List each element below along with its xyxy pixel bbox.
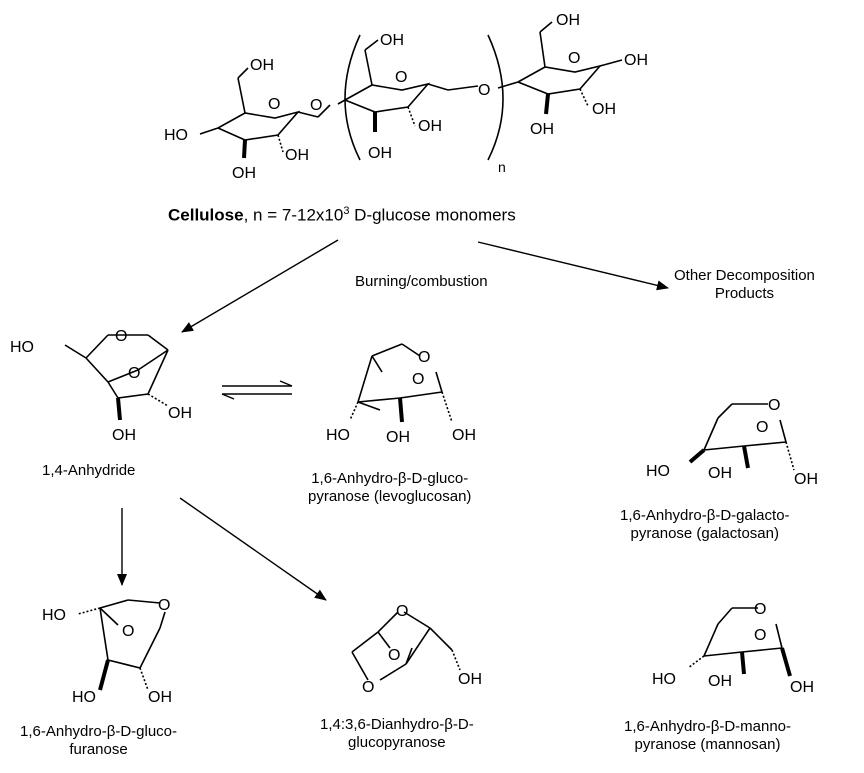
hydroxyl-label: OH — [386, 429, 410, 446]
oxygen-label: O — [388, 647, 400, 664]
hydroxyl-label: OH — [794, 471, 818, 488]
oxygen-label: O — [122, 623, 134, 640]
levoglucosan-line2: pyranose (levoglucosan) — [308, 488, 472, 505]
galactosan-structure — [688, 403, 795, 471]
oxygen-label: O — [756, 419, 768, 436]
oxygen-label: O — [268, 96, 280, 113]
levoglucosan-label: 1,6-Anhydro-β-D-gluco- pyranose (levoglu… — [308, 470, 471, 506]
hydroxyl-label: HO — [164, 127, 188, 144]
glucofuranose-line2: furanose — [69, 741, 128, 758]
levoglucosan-line1: 1,6-Anhydro-β-D-gluco- — [311, 470, 469, 487]
hydroxyl-label: HO — [646, 463, 670, 480]
hydroxyl-label: OH — [148, 689, 172, 706]
hydroxyl-label: OH — [790, 679, 814, 696]
cellulose-atom-labels: OH O HO OH OH O OH O OH OH O OH O OH OH … — [164, 12, 648, 182]
anhydride14-structure — [64, 334, 169, 421]
other-products-line2: Products — [714, 285, 775, 302]
oxygen-label: O — [478, 82, 490, 99]
hydroxyl-label: OH — [708, 465, 732, 482]
mannosan-structure — [687, 607, 792, 677]
hydroxyl-label: OH — [452, 427, 476, 444]
arrow-other — [477, 241, 669, 291]
galactosan-line1: 1,6-Anhydro-β-D-galacto- — [620, 507, 790, 524]
hydroxyl-label: OH — [708, 673, 732, 690]
glucofuranose-line1: 1,6-Anhydro-β-D-gluco- — [20, 723, 178, 740]
anhydride14-label: 1,4-Anhydride — [42, 462, 136, 479]
oxygen-label: O — [395, 69, 407, 86]
reaction-arrows — [117, 239, 669, 601]
mannosan-line2: pyranose (mannosan) — [634, 736, 781, 753]
cellulose-formula-prefix: , n = 7-12x10 — [243, 205, 344, 225]
hydroxyl-label: HO — [326, 427, 350, 444]
other-products-line1: Other Decomposition — [674, 267, 815, 284]
oxygen-label: O — [754, 601, 766, 618]
arrow-burning — [181, 239, 339, 333]
hydroxyl-label: HO — [72, 689, 96, 706]
oxygen-label: O — [754, 627, 766, 644]
cellulose-structure — [199, 21, 623, 161]
oxygen-label: O — [412, 371, 424, 388]
dianhydro-line2: glucopyranose — [348, 734, 446, 751]
oxygen-label: O — [115, 328, 127, 345]
oxygen-label: O — [418, 349, 430, 366]
oxygen-label: O — [568, 50, 580, 67]
levoglucosan-structure — [349, 343, 453, 423]
hydroxyl-label: HO — [10, 339, 34, 356]
dianhydro-label: 1,4:3,6-Dianhydro-β-D- glucopyranose — [320, 716, 474, 752]
mannosan-line1: 1,6-Anhydro-β-D-manno- — [624, 718, 792, 735]
burning-label: Burning/combustion — [355, 273, 488, 290]
cellulose-caption: Cellulose, n = 7-12x103 D-glucose monome… — [168, 200, 516, 227]
oxygen-label: O — [158, 597, 170, 614]
oxygen-label: O — [128, 365, 140, 382]
mannosan-label: 1,6-Anhydro-β-D-manno- pyranose (mannosa… — [624, 718, 791, 754]
hydroxyl-label: OH — [285, 147, 309, 164]
hydroxyl-label: OH — [112, 427, 136, 444]
cellulose-name: Cellulose — [168, 205, 244, 225]
oxygen-label: O — [310, 97, 322, 114]
dianhydro-line1: 1,4:3,6-Dianhydro-β-D- — [320, 716, 474, 733]
hydroxyl-label: OH — [592, 101, 616, 118]
glucofuranose-structure — [77, 599, 166, 691]
cellulose-formula-exp: 3 — [343, 205, 350, 217]
hydroxyl-label: OH — [380, 32, 404, 49]
hydroxyl-label: OH — [418, 118, 442, 135]
hydroxyl-label: OH — [530, 121, 554, 138]
hydroxyl-label: OH — [168, 405, 192, 422]
hydroxyl-label: HO — [42, 607, 66, 624]
hydroxyl-label: OH — [368, 145, 392, 162]
hydroxyl-label: OH — [624, 52, 648, 69]
hydroxyl-label: OH — [250, 57, 274, 74]
hydroxyl-label: OH — [556, 12, 580, 29]
oxygen-label: O — [768, 397, 780, 414]
glucofuranose-label: 1,6-Anhydro-β-D-gluco- furanose — [20, 723, 177, 759]
hydroxyl-label: OH — [232, 165, 256, 182]
arrow-diagonal — [179, 497, 327, 601]
repeat-subscript: n — [498, 159, 506, 175]
cellulose-formula-suffix: D-glucose monomers — [349, 205, 516, 225]
hydroxyl-label: HO — [652, 671, 676, 688]
oxygen-label: O — [396, 603, 408, 620]
dianhydro-structure — [351, 611, 461, 681]
galactosan-label: 1,6-Anhydro-β-D-galacto- pyranose (galac… — [620, 507, 790, 543]
galactosan-line2: pyranose (galactosan) — [630, 525, 779, 542]
other-products-label: Other Decomposition Products — [674, 267, 815, 303]
hydroxyl-label: OH — [458, 671, 482, 688]
oxygen-label: O — [362, 679, 374, 696]
